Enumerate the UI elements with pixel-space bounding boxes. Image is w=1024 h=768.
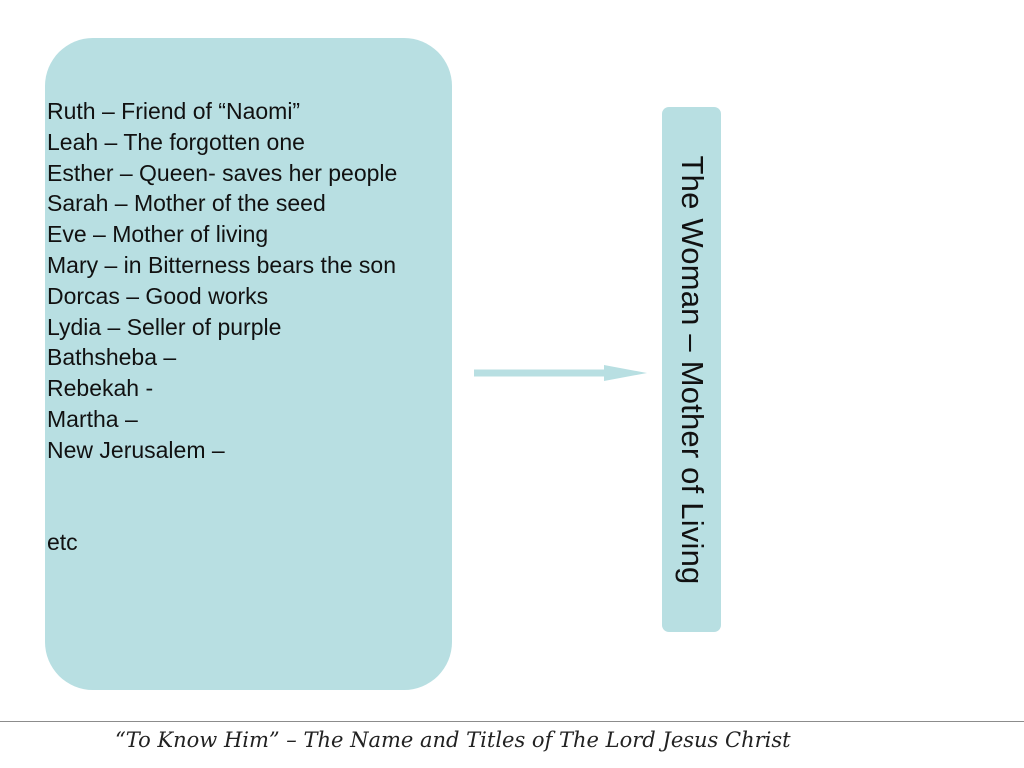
list-item: Esther – Queen- saves her people <box>47 159 398 186</box>
title-box: The Woman – Mother of Living <box>662 107 721 632</box>
list-item: Lydia – Seller of purple <box>47 313 282 340</box>
list-item: Sarah – Mother of the seed <box>47 190 326 217</box>
footer-caption: “To Know Him” – The Name and Titles of T… <box>115 728 791 752</box>
vertical-title: The Woman – Mother of Living <box>674 155 710 584</box>
list-spacer <box>47 466 452 528</box>
footer-divider <box>0 721 1024 722</box>
list-item: Ruth – Friend of “Naomi” <box>47 98 301 124</box>
list-item: Rebekah - <box>47 375 154 402</box>
names-list: Ruth – Friend of “Naomi” Leah – The forg… <box>47 96 452 558</box>
arrow-shape <box>474 365 647 381</box>
names-list-box: Ruth – Friend of “Naomi” Leah – The forg… <box>45 38 452 690</box>
list-item: Bathsheba – <box>47 344 177 371</box>
list-item: Leah – The forgotten one <box>47 128 305 155</box>
list-item: Mary – in Bitterness bears the son <box>47 251 396 278</box>
right-arrow-icon <box>474 365 647 381</box>
list-item: Dorcas – Good works <box>47 282 269 309</box>
list-item: Eve – Mother of living <box>47 221 269 248</box>
list-item: Martha – <box>47 405 138 432</box>
list-item-etc: etc <box>47 529 78 556</box>
list-item: New Jerusalem – <box>47 436 225 463</box>
